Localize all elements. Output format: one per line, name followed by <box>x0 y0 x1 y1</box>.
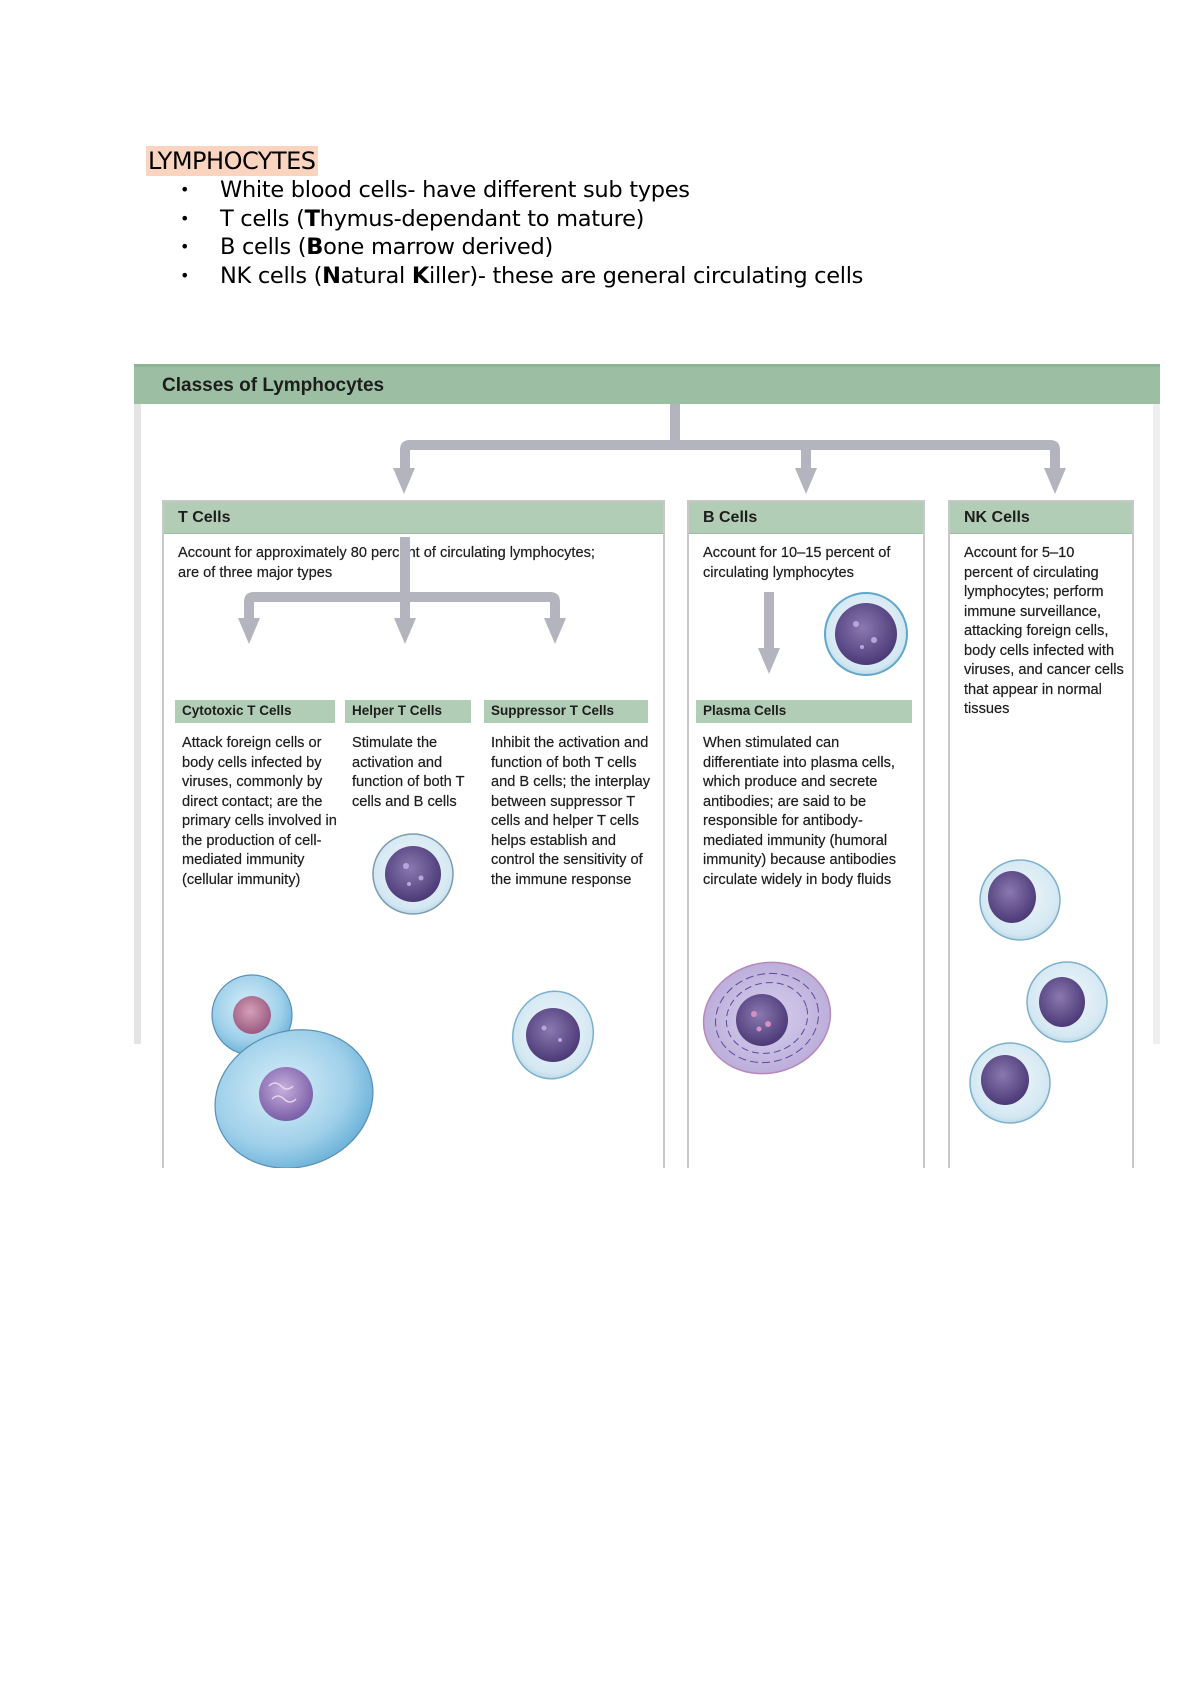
arrow-stem-plasma <box>764 592 774 652</box>
b-cell-arrow <box>758 592 780 674</box>
arrow-trunk <box>670 404 680 444</box>
bullet-item: •NK cells (Natural Killer)- these are ge… <box>180 262 864 289</box>
b-cells-description: Account for 10–15 percent of circulating… <box>703 545 891 581</box>
bullet-icon: • <box>180 237 190 256</box>
t-cells-description: Account for approximately 80 percent of … <box>178 545 595 581</box>
bullet-icon: • <box>180 180 190 199</box>
bullet-list: •White blood cells- have different sub t… <box>178 176 863 290</box>
top-arrows <box>393 404 1066 494</box>
document-heading: LYMPHOCYTES <box>146 146 318 176</box>
helper-t-cells-title: Helper T Cells <box>345 700 471 723</box>
nk-cells-description: Account for 5–10 percent of circulating … <box>964 545 1124 717</box>
b-cells-title: B Cells <box>689 502 923 534</box>
lymphocyte-classes-figure: Classes of Lymphocytes T Cells Account f… <box>134 364 1160 1168</box>
t-cells-title: T Cells <box>164 502 663 534</box>
helper-t-cell-illustration <box>372 833 454 915</box>
nk-cell-illustration-1 <box>979 859 1061 941</box>
t-cell-arrows <box>238 537 566 644</box>
diagram-overlay <box>211 404 1108 1168</box>
arrow-head-b-cells <box>795 468 817 494</box>
helper-t-cells-description: Stimulate the activation and function of… <box>352 735 465 810</box>
plasma-cells-title: Plasma Cells <box>696 700 912 723</box>
bullet-item: •T cells (Thymus-dependant to mature) <box>180 205 645 232</box>
figure-frame-left <box>134 404 141 1044</box>
suppressor-t-cell-illustration <box>511 990 595 1080</box>
arrow-stem-b-cells <box>801 450 811 472</box>
plasma-cells-description: When stimulated can differentiate into p… <box>703 735 897 888</box>
bullet-item: •B cells (Bone marrow derived) <box>180 234 553 260</box>
nk-cells-title: NK Cells <box>950 502 1132 534</box>
arrow-head-cytotoxic <box>238 618 260 644</box>
figure-frame-right <box>1153 404 1160 1044</box>
cytotoxic-t-cells-description: Attack foreign cells or body cells infec… <box>182 735 337 888</box>
b-cell-illustration <box>824 592 908 676</box>
figure-title: Classes of Lymphocytes <box>162 375 385 396</box>
arrow-head-plasma <box>758 648 780 674</box>
suppressor-t-cells-description: Inhibit the activation and function of b… <box>491 735 650 888</box>
nk-cell-illustration-3 <box>969 1042 1051 1124</box>
suppressor-t-cells-title: Suppressor T Cells <box>484 700 648 723</box>
arrow-bar-t-subtypes <box>244 592 560 622</box>
bullet-icon: • <box>180 265 190 285</box>
arrow-branch-bar <box>400 440 1060 470</box>
bullet-item: •White blood cells- have different sub t… <box>180 177 690 203</box>
arrow-stem-helper <box>400 537 410 627</box>
bullet-icon: • <box>180 208 190 228</box>
cytotoxic-t-cell-illustration <box>211 974 374 1168</box>
arrow-head-helper <box>394 618 416 644</box>
figure-header: Classes of Lymphocytes <box>134 364 1160 404</box>
cytotoxic-t-cells-title: Cytotoxic T Cells <box>175 700 335 723</box>
plasma-cell-illustration <box>702 961 832 1075</box>
arrow-head-nk-cells <box>1044 468 1066 494</box>
arrow-head-suppressor <box>544 618 566 644</box>
nk-cell-illustration-2 <box>1026 961 1108 1043</box>
arrow-head-t-cells <box>393 468 415 494</box>
